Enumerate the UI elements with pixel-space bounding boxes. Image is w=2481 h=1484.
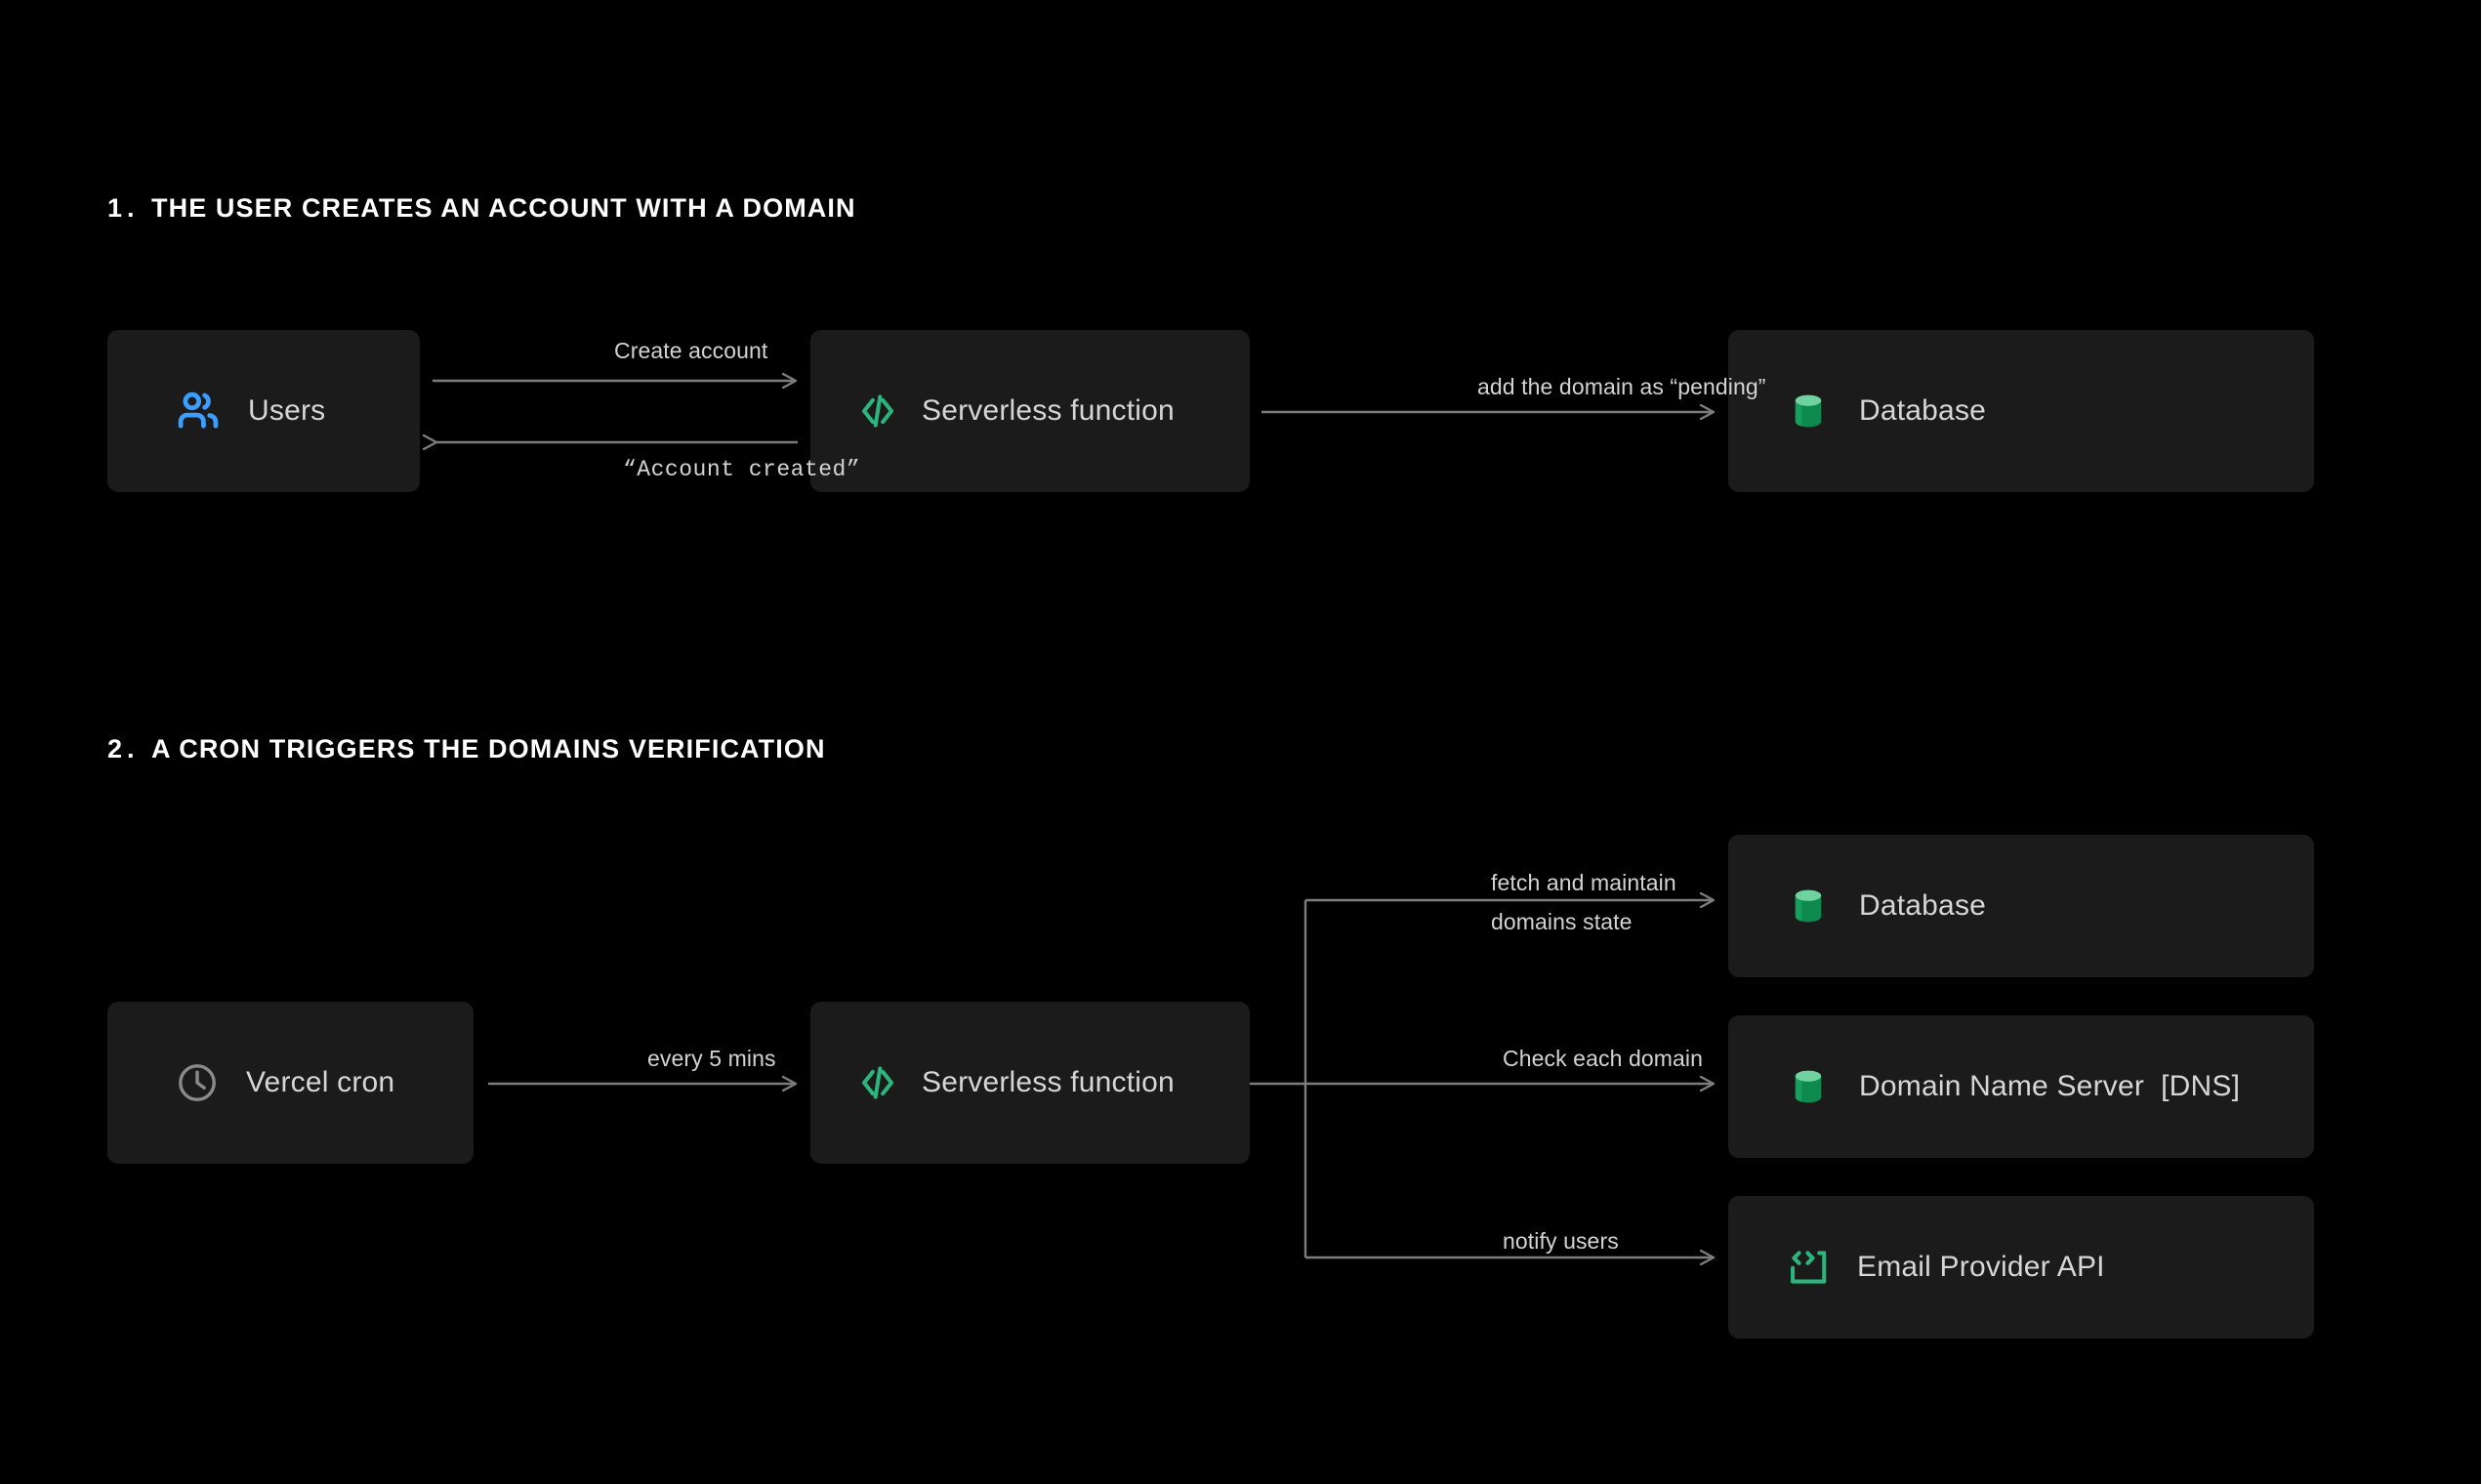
code-icon [855, 389, 900, 433]
api-code-icon [1785, 1245, 1830, 1290]
node-label-serverless-1: Serverless function [922, 394, 1175, 427]
edge-label-account-created: “Account created” [623, 457, 861, 482]
node-vercel-cron[interactable]: Vercel cron [107, 1002, 474, 1164]
node-label-email: Email Provider API [1857, 1251, 2105, 1283]
database-icon [1785, 883, 1832, 929]
node-database-1[interactable]: Database [1728, 330, 2314, 492]
node-label-dns: Domain Name Server [DNS] [1859, 1070, 2241, 1102]
node-label-database-1: Database [1859, 394, 1987, 427]
node-serverless-function-1[interactable]: Serverless function [810, 330, 1250, 492]
section-heading-1: 1. THE USER CREATES AN ACCOUNT WITH A DO… [107, 193, 856, 224]
edge-label-add-pending: add the domain as “pending” [1477, 374, 1766, 399]
section-number-1: 1. [107, 193, 152, 223]
edge-label-fetch-maintain-line1: fetch and maintain [1491, 870, 1676, 895]
edge-label-every-5-mins: every 5 mins [647, 1046, 776, 1071]
section-title-2: A CRON TRIGGERS THE DOMAINS VERIFICATION [151, 734, 826, 763]
edge-label-create-account: Create account [614, 338, 768, 363]
edge-label-fetch-maintain-line2: domains state [1491, 909, 1633, 934]
node-email-provider-api[interactable]: Email Provider API [1728, 1196, 2314, 1339]
code-icon [855, 1060, 900, 1105]
edge-label-check-each-domain: Check each domain [1503, 1046, 1703, 1071]
edge-label-notify-users: notify users [1503, 1228, 1619, 1254]
node-label-database-2: Database [1859, 889, 1987, 922]
section-title-1: THE USER CREATES AN ACCOUNT WITH A DOMAI… [151, 193, 856, 223]
node-label-users: Users [248, 394, 326, 427]
node-label-cron: Vercel cron [246, 1066, 395, 1098]
users-icon [174, 387, 223, 435]
database-icon [1785, 1063, 1832, 1110]
node-label-serverless-2: Serverless function [922, 1066, 1175, 1098]
node-domain-name-server[interactable]: Domain Name Server [DNS] [1728, 1015, 2314, 1158]
node-database-2[interactable]: Database [1728, 835, 2314, 977]
clock-icon [174, 1059, 221, 1106]
database-icon [1785, 388, 1832, 434]
section-heading-2: 2. A CRON TRIGGERS THE DOMAINS VERIFICAT… [107, 734, 826, 764]
section-number-2: 2. [107, 734, 152, 763]
node-serverless-function-2[interactable]: Serverless function [810, 1002, 1250, 1164]
node-users[interactable]: Users [107, 330, 420, 492]
